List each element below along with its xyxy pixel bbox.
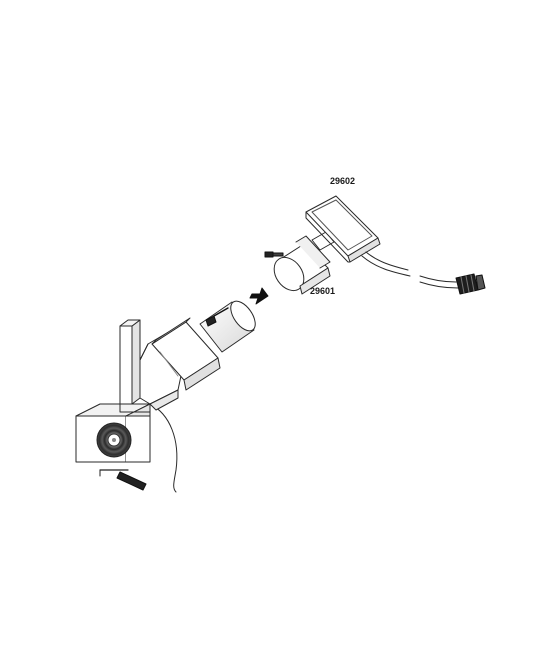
adjustment-lever [99, 469, 147, 491]
cable-connector [455, 273, 486, 295]
part-number-monitor: 29602 [330, 176, 356, 186]
connector-cable [419, 275, 457, 283]
microscope-cable [149, 403, 178, 493]
focus-knob [96, 422, 132, 458]
eyepiece-housing [151, 317, 221, 391]
monitor-cable [365, 251, 409, 271]
microscope-arm [119, 319, 151, 413]
insert-arrow [249, 287, 269, 305]
connector-cable-2 [419, 281, 459, 289]
monitor-cable-2 [361, 255, 411, 277]
part-number-camera: 29601 [310, 286, 336, 296]
camera-head [264, 231, 335, 295]
camera-adapter-tube [199, 300, 256, 353]
monitor [305, 195, 381, 263]
